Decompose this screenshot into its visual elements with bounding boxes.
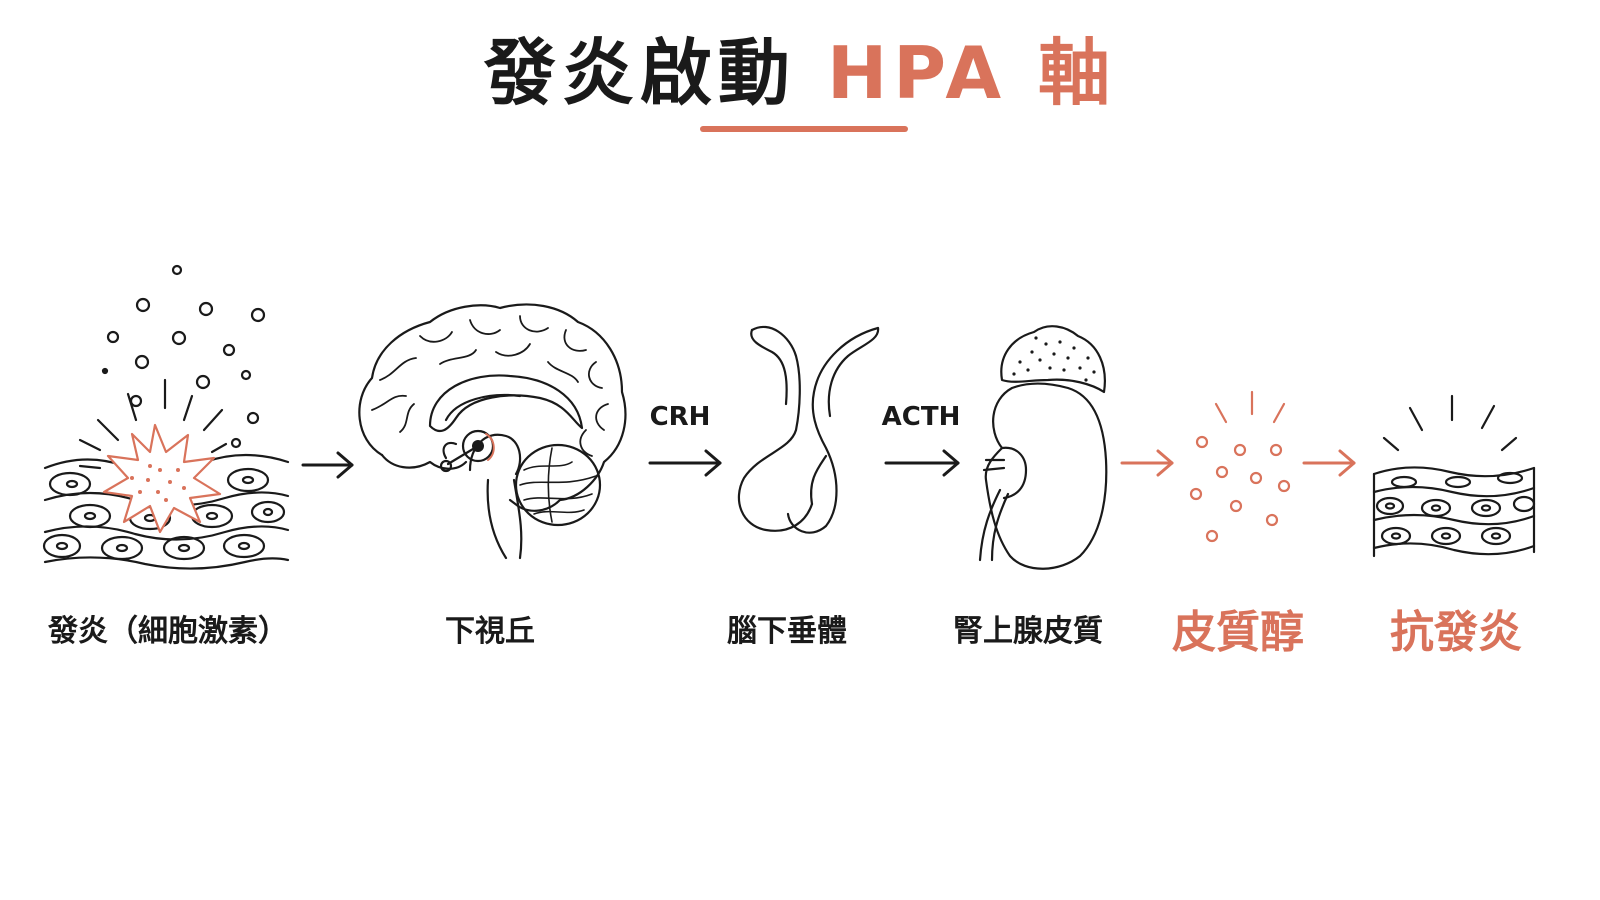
adrenal-gland (1000, 325, 1106, 394)
arrow-1 (301, 451, 354, 479)
tissue-cells (42, 453, 290, 570)
arrow-2 (648, 449, 722, 477)
cytokine-particles (101, 264, 266, 449)
starburst-dots (130, 464, 186, 502)
calm-rays (1382, 394, 1518, 452)
step-label-adrenal-cortex: 腎上腺皮質 (953, 614, 1103, 649)
arrow-3 (884, 449, 960, 477)
title-accent: HPA 軸 (826, 31, 1117, 115)
burst-rays (78, 378, 228, 470)
step-label-inflammation: 發炎（細胞激素） (48, 614, 288, 649)
brain-folds (371, 315, 609, 457)
cortisol-particles-icon (1189, 390, 1291, 543)
inflamed-tissue-icon (42, 264, 290, 570)
step-label-hypothalamus: 下視丘 (445, 614, 535, 649)
step-label-cortisol: 皮質醇 (1172, 607, 1304, 658)
arrow-5 (1302, 449, 1356, 477)
adrenal-kidney-icon (978, 325, 1108, 570)
starburst (102, 423, 222, 534)
adrenal-texture (1012, 336, 1096, 382)
step-label-anti-inflammation: 抗發炎 (1390, 607, 1522, 658)
brain-icon (358, 303, 627, 560)
title-main: 發炎啟動 (483, 31, 796, 115)
page-title: 發炎啟動 HPA 軸 (0, 28, 1600, 118)
kidney-outline (984, 382, 1108, 570)
brain-outline (358, 303, 627, 512)
title-underline (700, 126, 908, 132)
arrow-4 (1120, 449, 1174, 477)
calm-tissue-icon (1372, 394, 1536, 558)
crh-label: CRH (649, 402, 711, 432)
step-label-pituitary: 腦下垂體 (727, 614, 847, 649)
title-wrap: 發炎啟動 HPA 軸 (0, 28, 1600, 118)
pituitary-icon (737, 325, 880, 534)
acth-label: ACTH (881, 402, 961, 432)
cerebellum (514, 443, 602, 527)
